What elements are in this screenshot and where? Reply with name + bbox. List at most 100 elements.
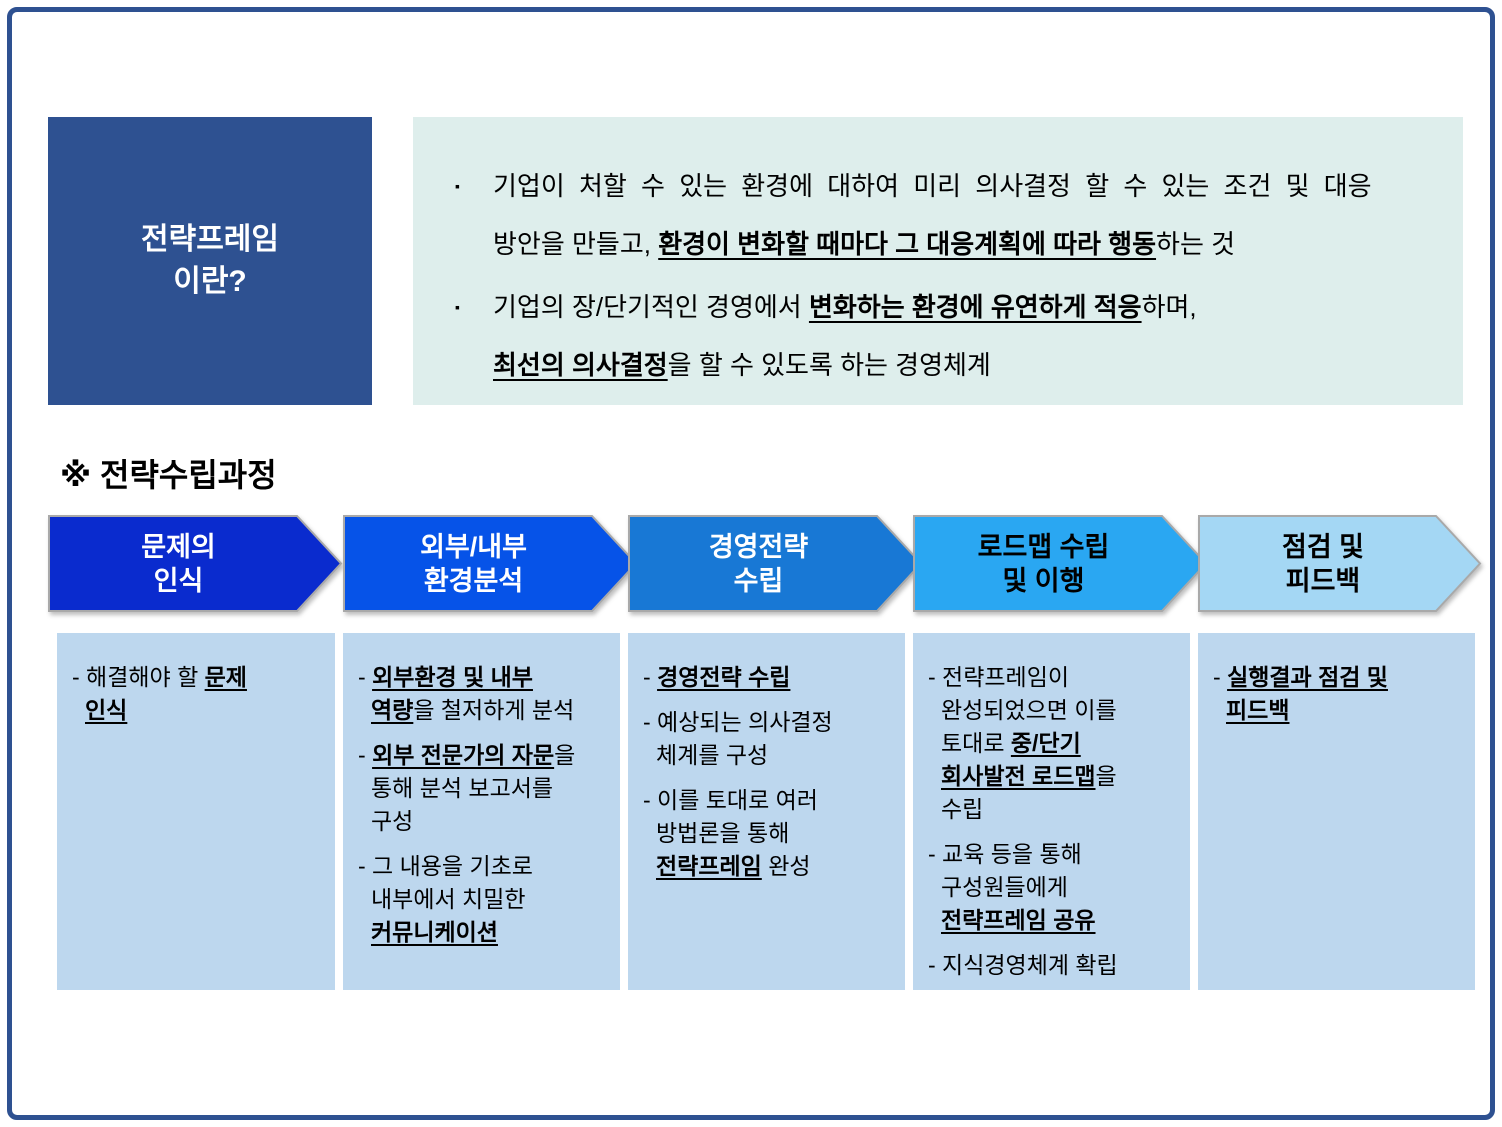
process-step-arrow: 로드맵 수립 및 이행 (913, 515, 1208, 612)
text-segment: 완성 (761, 853, 811, 879)
text-segment: - 해결해야 할 (72, 664, 205, 690)
detail-line: 통해 분석 보고서를 (358, 772, 612, 805)
text-segment: 실행결과 점검 및 (1227, 664, 1388, 690)
arrow-shape (628, 515, 923, 612)
detail-line: - 이를 토대로 여러 (643, 784, 897, 817)
detail-line: - 예상되는 의사결정 (643, 706, 897, 739)
detail-line: - 경영전략 수립 (643, 661, 897, 694)
text-segment: 토대로 (941, 730, 1011, 756)
text-segment: - (1213, 664, 1228, 690)
text-segment: 커뮤니케이션 (371, 919, 498, 945)
detail-bullet: - 경영전략 수립 (643, 661, 897, 694)
text-segment: - 지식경영체계 확립 (928, 952, 1118, 978)
detail-line: 체계를 구성 (643, 739, 897, 772)
text-segment: 완성되었으면 이를 (941, 697, 1117, 723)
text-segment: 기업이 처할 수 있는 환경에 대하여 미리 의사결정 할 수 있는 조건 및 … (493, 171, 1372, 201)
text-segment: 중/단기 (1010, 730, 1081, 756)
detail-line: 전략프레임 공유 (928, 904, 1182, 937)
text-segment: 을 철저하게 분석 (413, 697, 575, 723)
detail-line: - 실행결과 점검 및 (1213, 661, 1467, 694)
bullet-square-icon: ▪ (455, 178, 460, 194)
text-segment: 회사발전 로드맵 (941, 763, 1096, 789)
text-segment: 최선의 의사결정 (493, 350, 668, 380)
definition-bullets: ▪ 기업이 처할 수 있는 환경에 대하여 미리 의사결정 할 수 있는 조건 및… (455, 157, 1463, 394)
text-segment: - 전략프레임이 (928, 664, 1070, 690)
text-segment: 외부 전문가의 자문 (372, 742, 555, 768)
definition-bullet-text: 기업의 장/단기적인 경영에서 변화하는 환경에 유연하게 적응하며,최선의 의… (493, 278, 1197, 394)
detail-line: 토대로 중/단기 (928, 727, 1182, 760)
text-segment: 전략프레임 (656, 853, 762, 879)
definition-title-box: 전략프레임 이란? (48, 117, 372, 405)
detail-line: 구성원들에게 (928, 871, 1182, 904)
definition-line: 기업의 장/단기적인 경영에서 변화하는 환경에 유연하게 적응하며, (493, 278, 1197, 336)
detail-line: - 전략프레임이 (928, 661, 1182, 694)
text-segment: 을 (554, 742, 576, 768)
definition-line: 최선의 의사결정을 할 수 있도록 하는 경영체계 (493, 336, 1197, 394)
detail-line: 커뮤니케이션 (358, 916, 612, 949)
definition-bullet-text: 기업이 처할 수 있는 환경에 대하여 미리 의사결정 할 수 있는 조건 및 … (493, 157, 1372, 273)
text-segment: 환경이 변화할 때마다 그 대응계획에 따라 행동 (658, 229, 1157, 259)
detail-line: 피드백 (1213, 694, 1467, 727)
text-segment: 문제 (204, 664, 247, 690)
text-segment: 인식 (85, 697, 128, 723)
text-segment: 구성 (371, 808, 414, 834)
text-segment: - 예상되는 의사결정 (643, 709, 833, 735)
definition-line: 방안을 만들고, 환경이 변화할 때마다 그 대응계획에 따라 행동하는 것 (493, 215, 1372, 273)
text-segment: - (643, 664, 658, 690)
detail-line: 구성 (358, 805, 612, 838)
detail-line: 내부에서 치밀한 (358, 883, 612, 916)
definition-bullet: ▪기업의 장/단기적인 경영에서 변화하는 환경에 유연하게 적응하며,최선의 … (455, 278, 1463, 394)
detail-bullet: - 지식경영체계 확립 (928, 949, 1182, 982)
process-step-arrow: 외부/내부 환경분석 (343, 515, 638, 612)
process-step-arrow: 문제의 인식 (48, 515, 343, 612)
text-segment: 경영전략 수립 (657, 664, 791, 690)
detail-line: 수립 (928, 793, 1182, 826)
text-segment: 내부에서 치밀한 (371, 886, 526, 912)
detail-line: 완성되었으면 이를 (928, 694, 1182, 727)
text-segment: 방안을 만들고, (493, 229, 659, 259)
bullet-square-icon: ▪ (455, 299, 460, 315)
arrow-shape (1198, 515, 1482, 612)
arrow-shape (343, 515, 638, 612)
process-step-arrow: 점검 및 피드백 (1198, 515, 1482, 612)
detail-line: 전략프레임 완성 (643, 850, 897, 883)
process-step-label: 외부/내부 환경분석 (420, 531, 527, 596)
text-segment: 을 (1095, 763, 1117, 789)
detail-line: 인식 (72, 694, 327, 727)
detail-line: - 외부 전문가의 자문을 (358, 739, 612, 772)
text-segment: - 교육 등을 통해 (928, 841, 1082, 867)
process-step-label: 점검 및 피드백 (1281, 531, 1365, 596)
detail-line: 역량을 철저하게 분석 (358, 694, 612, 727)
process-step-label: 경영전략 수립 (708, 531, 809, 596)
text-segment: - (358, 742, 373, 768)
detail-line: - 그 내용을 기초로 (358, 850, 612, 883)
arrow-shape (913, 515, 1208, 612)
text-segment: 외부환경 및 내부 (372, 664, 533, 690)
detail-line: - 해결해야 할 문제 (72, 661, 327, 694)
text-segment: 수립 (941, 796, 984, 822)
text-segment: 역량 (371, 697, 414, 723)
detail-line: 방법론을 통해 (643, 817, 897, 850)
detail-line: 회사발전 로드맵을 (928, 760, 1182, 793)
text-segment: 하며, (1141, 292, 1197, 322)
process-heading: ※ 전략수립과정 (60, 457, 277, 493)
text-segment: 변화하는 환경에 유연하게 적응 (808, 292, 1142, 322)
definition-bullet: ▪ 기업이 처할 수 있는 환경에 대하여 미리 의사결정 할 수 있는 조건 및… (455, 157, 1463, 273)
definition-text-box: ▪ 기업이 처할 수 있는 환경에 대하여 미리 의사결정 할 수 있는 조건 및… (413, 117, 1463, 405)
process-step-label: 로드맵 수립 및 이행 (977, 531, 1110, 596)
text-segment: 피드백 (1226, 697, 1290, 723)
detail-line: - 외부환경 및 내부 (358, 661, 612, 694)
text-segment: 구성원들에게 (941, 874, 1068, 900)
text-segment: 을 할 수 있도록 하는 경영체계 (667, 350, 991, 380)
